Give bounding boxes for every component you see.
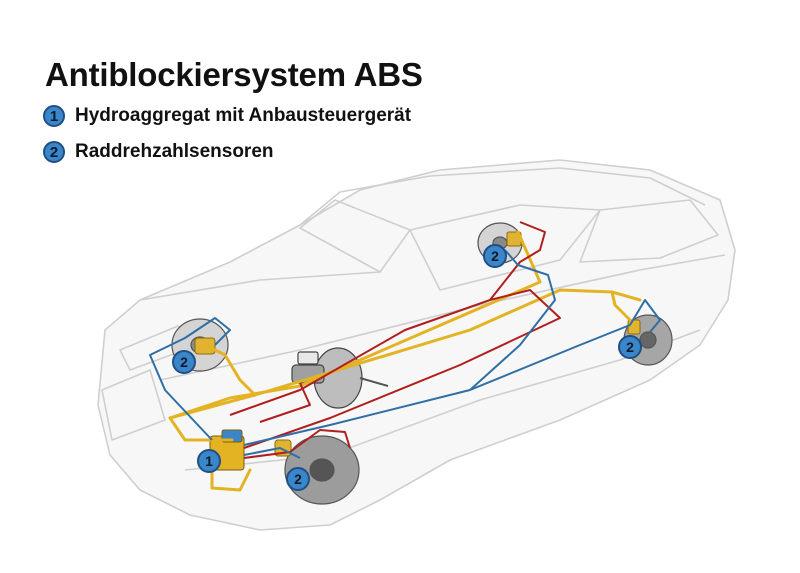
marker-sensor-rear-left: 2 — [483, 244, 507, 268]
marker-number: 2 — [491, 248, 499, 264]
red-line-front-right — [243, 429, 351, 459]
legend-label: Hydroaggregat mit Anbausteuergerät — [75, 105, 412, 126]
brake-lines-yellow — [168, 230, 642, 492]
car-belt-line — [159, 254, 726, 381]
marker-number: 1 — [205, 453, 213, 469]
red-line-rear-left-loop — [489, 221, 546, 301]
legend-badge: 2 — [43, 141, 65, 163]
legend-item-wheel-sensors: 2 Raddrehzahlsensoren — [43, 139, 274, 165]
red-line-rear — [229, 289, 561, 449]
blue-line-front-left — [149, 317, 231, 441]
car-rear-window — [579, 199, 719, 263]
car-grille — [101, 369, 166, 441]
yellow-line-main — [168, 288, 642, 442]
marker-sensor-rear-right: 2 — [618, 335, 642, 359]
sensor-lines-blue — [149, 249, 661, 459]
car-side-window — [409, 204, 601, 291]
yellow-line-rear-right — [610, 290, 632, 322]
car-roofline — [299, 167, 706, 226]
marker-number: 2 — [294, 471, 302, 487]
yellow-line-low — [210, 466, 252, 492]
calipers — [194, 231, 641, 457]
marker-number: 2 — [626, 339, 634, 355]
blue-line-rear-left — [469, 249, 556, 391]
legend-badge: 1 — [43, 105, 65, 127]
disc-front-right-hub — [309, 458, 335, 482]
fluid-reservoir — [297, 351, 319, 365]
blue-line-front-right — [243, 447, 301, 459]
legend-label: Raddrehzahlsensoren — [75, 141, 274, 162]
legend-item-hydraulic-unit: 1 Hydroaggregat mit Anbausteuergerät — [43, 103, 411, 129]
caliper-rear-right — [627, 319, 641, 335]
pedal-rod — [359, 377, 389, 387]
yellow-line-front-left — [203, 343, 257, 397]
red-line-booster — [259, 382, 311, 423]
blue-line-rear — [243, 299, 661, 446]
marker-sensor-front-right: 2 — [286, 467, 310, 491]
marker-sensor-front-left: 2 — [172, 350, 196, 374]
marker-number: 2 — [180, 354, 188, 370]
yellow-line-upper — [168, 230, 542, 420]
car-hood-line — [139, 271, 381, 301]
marker-hydraulic-unit: 1 — [197, 449, 221, 473]
disc-rear-right-hub — [639, 331, 657, 349]
page-title: Antiblockiersystem ABS — [45, 56, 423, 93]
brake-lines-red — [229, 221, 561, 459]
